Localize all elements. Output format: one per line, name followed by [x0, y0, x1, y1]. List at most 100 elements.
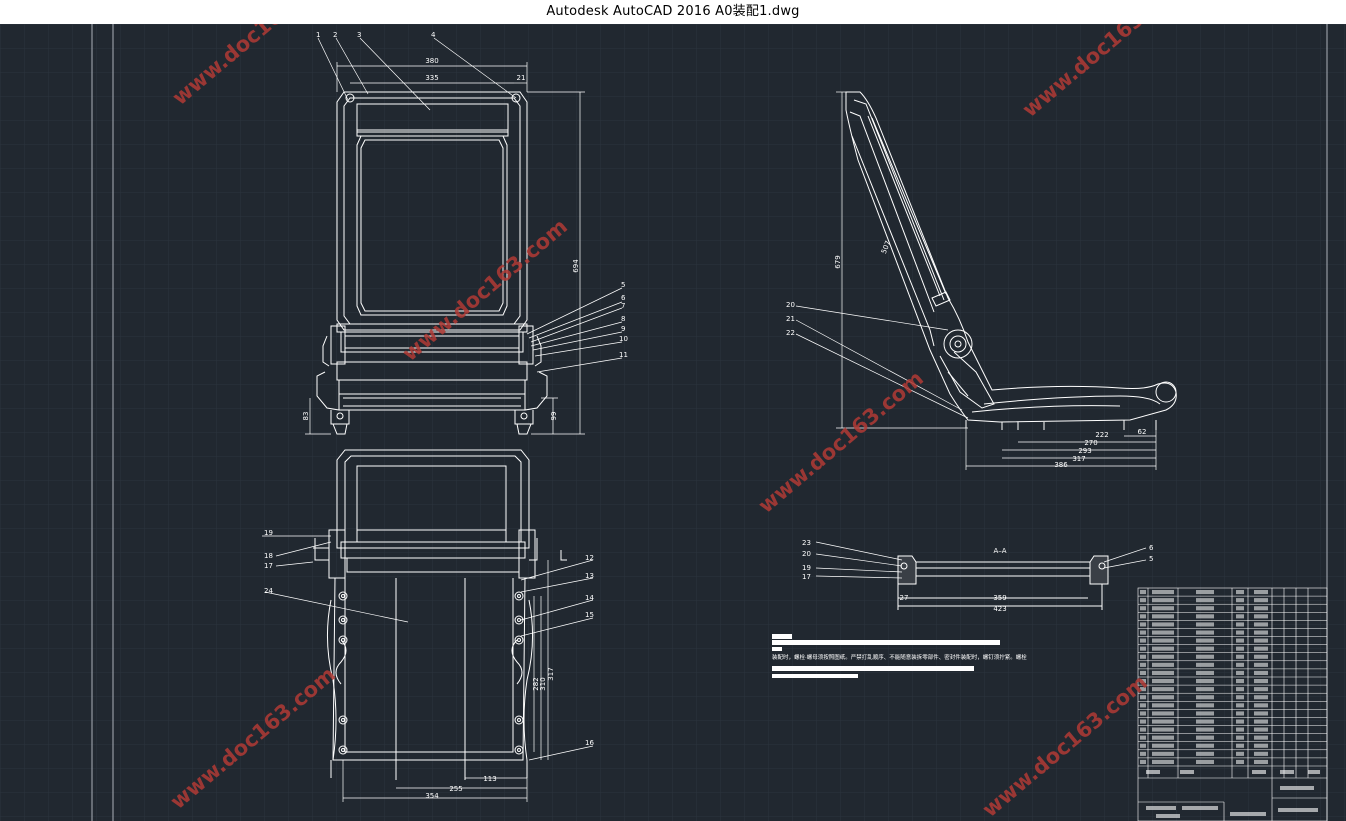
side-view — [845, 91, 1177, 430]
front-balloons: 1 2 3 4 5 6 7 8 9 10 11 — [316, 31, 628, 359]
dim-27: 27 — [900, 594, 909, 602]
dim-317: 317 — [547, 667, 555, 680]
bottom-balloons: 19 18 17 24 12 13 14 15 16 — [264, 529, 594, 747]
notes-block — [772, 634, 1000, 678]
balloon-19: 19 — [264, 529, 273, 537]
dim-386: 386 — [1054, 461, 1068, 469]
balloon-5: 5 — [621, 281, 625, 289]
parts-list-cell-text — [1152, 614, 1174, 619]
balloon-17: 17 — [264, 562, 273, 570]
balloon-14: 14 — [585, 594, 594, 602]
parts-list-cell-text — [1152, 743, 1174, 748]
parts-list-cell-text — [1140, 654, 1146, 659]
parts-list-cell-text — [1152, 695, 1174, 700]
front-dim-text: 380 335 21 694 83 99 — [302, 57, 580, 420]
parts-list-cell-text — [1152, 606, 1174, 611]
section-text: A–A 27 359 423 23 20 19 17 6 5 — [802, 539, 1154, 613]
parts-list-cell-text — [1236, 679, 1244, 684]
section-label: A–A — [993, 547, 1006, 555]
parts-list-cell-text — [1254, 606, 1268, 611]
parts-list-cell-text — [1152, 727, 1174, 732]
dim-222: 222 — [1095, 431, 1108, 439]
parts-list-cell-text — [1140, 743, 1146, 748]
parts-list-cell-text — [1152, 654, 1174, 659]
parts-list-cell-text — [1254, 654, 1268, 659]
dim-21: 21 — [517, 74, 526, 82]
parts-list-cell-text — [1254, 590, 1268, 595]
dim-62: 62 — [1138, 428, 1147, 436]
balloon-20-sec: 20 — [802, 550, 811, 558]
parts-list-cell-text — [1140, 646, 1146, 651]
title-block-text — [1146, 806, 1176, 810]
parts-list-cell-text — [1254, 622, 1268, 627]
parts-list-cell-text — [1152, 646, 1174, 651]
balloon-12: 12 — [585, 554, 594, 562]
parts-list-cell-text — [1236, 614, 1244, 619]
parts-list-cell-text — [1140, 695, 1146, 700]
balloon-8: 8 — [621, 315, 625, 323]
parts-list-cell-text — [1152, 662, 1174, 667]
dim-423: 423 — [993, 605, 1006, 613]
parts-list-cell-text — [1152, 751, 1174, 756]
dim-282: 282 — [532, 677, 540, 690]
dim-310: 310 — [539, 677, 547, 690]
parts-list-cell-text — [1152, 711, 1174, 716]
parts-list-cell-text — [1236, 622, 1244, 627]
parts-list-cell-text — [1236, 735, 1244, 740]
dim-679: 679 — [834, 255, 842, 268]
balloon-23: 23 — [802, 539, 811, 547]
dim-270: 270 — [1084, 439, 1097, 447]
parts-list-cell-text — [1236, 590, 1244, 595]
parts-list-cell-text — [1196, 606, 1214, 611]
parts-list-cell-text — [1140, 679, 1146, 684]
title-bar: Autodesk AutoCAD 2016 A0装配1.dwg — [0, 0, 1346, 24]
parts-list-cell-text — [1140, 638, 1146, 643]
drawing-canvas[interactable]: 装配时，螺栓·螺母须按照图纸。严禁打乱顺序、不能随意装拆零部件、密封件装配时，螺… — [0, 24, 1346, 821]
parts-list-cell-text — [1196, 687, 1214, 692]
parts-list-cell-text — [1152, 679, 1174, 684]
parts-list-cell-text — [1254, 703, 1268, 708]
balloon-11: 11 — [619, 351, 628, 359]
balloon-21: 21 — [786, 315, 795, 323]
balloon-3: 3 — [357, 31, 361, 39]
balloon-10: 10 — [619, 335, 628, 343]
parts-list-cell-text — [1152, 590, 1174, 595]
parts-list-cell-text — [1236, 751, 1244, 756]
parts-list-cell-text — [1140, 759, 1146, 764]
parts-list-cell-text — [1140, 662, 1146, 667]
parts-list-cell-text — [1196, 735, 1214, 740]
parts-list-cell-text — [1140, 622, 1146, 627]
parts-list-cell-text — [1236, 695, 1244, 700]
front-view — [316, 91, 548, 435]
balloon-13: 13 — [585, 572, 594, 580]
balloon-24: 24 — [264, 587, 273, 595]
dim-113: 113 — [483, 775, 496, 783]
section-view — [897, 555, 1109, 610]
parts-list-cell-text — [1152, 622, 1174, 627]
parts-list-cell-text — [1254, 687, 1268, 692]
bottom-dim-text: 113 255 354 282 310 317 — [425, 667, 555, 800]
parts-list-cell-text — [1236, 759, 1244, 764]
dim-317-side: 317 — [1072, 455, 1085, 463]
parts-list-cell-text — [1140, 751, 1146, 756]
parts-list-cell-text — [1140, 719, 1146, 724]
parts-list-cell-text — [1236, 662, 1244, 667]
parts-list-cell-text — [1140, 590, 1146, 595]
parts-list-cell-text — [1254, 646, 1268, 651]
dim-694: 694 — [572, 259, 580, 273]
parts-list-cell-text — [1152, 638, 1174, 643]
parts-list-cell-text — [1196, 638, 1214, 643]
balloon-6-sec: 6 — [1149, 544, 1154, 552]
title-block-text — [1230, 812, 1266, 816]
balloon-18: 18 — [264, 552, 273, 560]
parts-list-cell-text — [1236, 743, 1244, 748]
balloon-4: 4 — [431, 31, 436, 39]
parts-list-cell-text — [1196, 622, 1214, 627]
parts-list-cell-text — [1152, 759, 1174, 764]
parts-list-cell-text — [1254, 711, 1268, 716]
dim-99: 99 — [550, 412, 558, 421]
parts-list-cell-text — [1152, 687, 1174, 692]
parts-list-cell-text — [1152, 630, 1174, 635]
title-block-text — [1278, 808, 1318, 812]
parts-list-cell-text — [1152, 598, 1174, 603]
